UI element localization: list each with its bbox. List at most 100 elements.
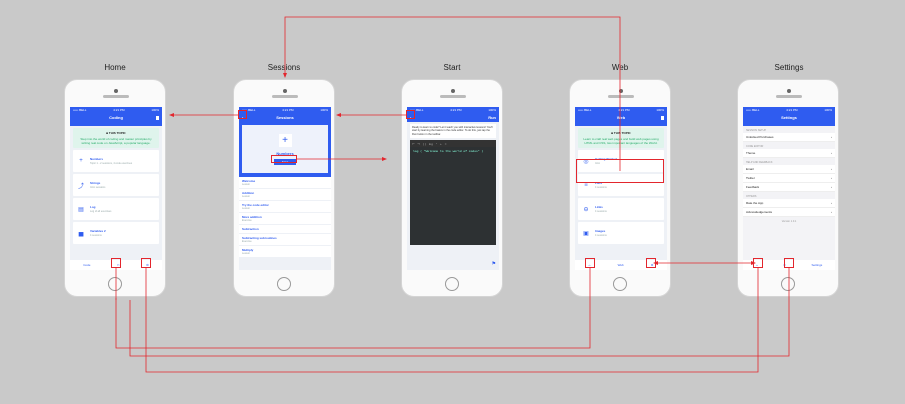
nav-bar: ‹Sessions — [239, 113, 331, 122]
editor-toolbar: ↶↷{ }log"+= — [410, 140, 496, 148]
topic-hero: + Numbers Start — [242, 125, 328, 173]
tab-bar: ‹› Web ⚙ — [575, 260, 667, 270]
home-button[interactable] — [277, 277, 291, 291]
nav-bar: Settings — [743, 113, 835, 122]
bookmark-icon[interactable] — [156, 115, 159, 120]
log-icon[interactable]: log — [428, 141, 433, 146]
tab-web[interactable]: ▭ — [116, 263, 120, 267]
home-button[interactable] — [613, 277, 627, 291]
globe-icon: ◎ — [583, 158, 589, 165]
tab-code[interactable]: ‹› — [755, 263, 758, 267]
tab-bar: Code ▭ ⚙ — [70, 260, 162, 270]
camera-dot — [114, 89, 118, 93]
speaker-slot — [103, 95, 129, 98]
highlight-home-code-tab — [111, 258, 121, 268]
settings-row[interactable]: Theme› — [743, 149, 835, 158]
quote-icon[interactable]: " — [435, 141, 437, 146]
connector-bottom-4 — [129, 268, 790, 357]
home-button[interactable] — [445, 277, 459, 291]
connector-bottom-1 — [115, 268, 591, 349]
code-line: log ( "Welcome to the world of codes" ) — [413, 150, 484, 154]
image-icon: ▣ — [583, 230, 589, 237]
tab-settings[interactable]: ⚙ — [146, 263, 149, 267]
section-header: SESSION SETUP — [746, 129, 767, 132]
nav-bar: Web — [575, 113, 667, 122]
settings-row[interactable]: Twitter› — [743, 174, 835, 183]
bookmark-icon[interactable] — [661, 115, 664, 120]
section-header: OTHERS — [746, 195, 757, 198]
settings-row[interactable]: Acknowledgements› — [743, 208, 835, 217]
title-start: Start — [443, 63, 461, 72]
tab-web[interactable]: Web — [617, 263, 624, 267]
settings-row[interactable]: Unlocked Purchases› — [743, 133, 835, 142]
tab-settings[interactable]: Settings — [811, 263, 823, 267]
link-icon: ⊖ — [583, 206, 589, 213]
cursor-icon: ⤴ — [77, 183, 84, 190]
nav-bar: ‹ Run — [407, 113, 499, 122]
settings-row[interactable]: Rate the App› — [743, 199, 835, 208]
highlight-start-button — [271, 155, 297, 163]
home-button[interactable] — [781, 277, 795, 291]
highlight-start-back — [406, 110, 415, 119]
title-settings: Settings — [774, 63, 804, 72]
section-header: HELP AND FEEDBACK — [746, 161, 773, 164]
instructions: Ready to learn to code? Let it teach you… — [410, 124, 496, 139]
plus-icon: + — [278, 133, 292, 147]
tab-code[interactable]: ‹› — [588, 263, 591, 267]
start-button[interactable]: Start — [273, 158, 297, 165]
back-icon[interactable]: ‹ — [242, 115, 244, 120]
tab-settings[interactable]: ⚙ — [650, 263, 654, 267]
nav-title: Coding — [109, 115, 123, 120]
settings-row[interactable]: Feedback› — [743, 183, 835, 192]
list-icon: ≡ — [584, 182, 588, 188]
back-icon[interactable]: ‹ — [410, 115, 412, 120]
nav-bar: Coding — [70, 113, 162, 122]
format-icon[interactable]: { } — [423, 141, 426, 146]
arrowhead — [283, 73, 287, 78]
undo-icon[interactable]: ↶ — [412, 141, 415, 146]
title-sessions: Sessions — [267, 63, 301, 72]
connector-bottom-2 — [145, 268, 759, 373]
highlight-settings-web-tab — [784, 258, 794, 268]
arrowhead — [169, 113, 174, 117]
tray-icon: ▅ — [78, 230, 84, 237]
flag-icon[interactable]: ⚑ — [491, 261, 496, 267]
equals-icon[interactable]: = — [444, 141, 447, 146]
settings-row[interactable]: Email› — [743, 165, 835, 174]
highlight-back-button — [238, 110, 247, 119]
run-button[interactable]: Run — [488, 115, 496, 120]
list-item[interactable]: Subtraction — [239, 225, 331, 234]
tab-code[interactable]: Code — [83, 263, 91, 267]
redo-icon[interactable]: ↷ — [417, 141, 421, 146]
version-label: Version 1.0.1 — [781, 220, 797, 223]
home-button[interactable] — [108, 277, 122, 291]
section-header: CODE EDITOR — [746, 145, 764, 148]
plus-op-icon[interactable]: + — [439, 141, 442, 146]
code-editor[interactable]: log ( "Welcome to the world of codes" ) — [410, 147, 496, 246]
